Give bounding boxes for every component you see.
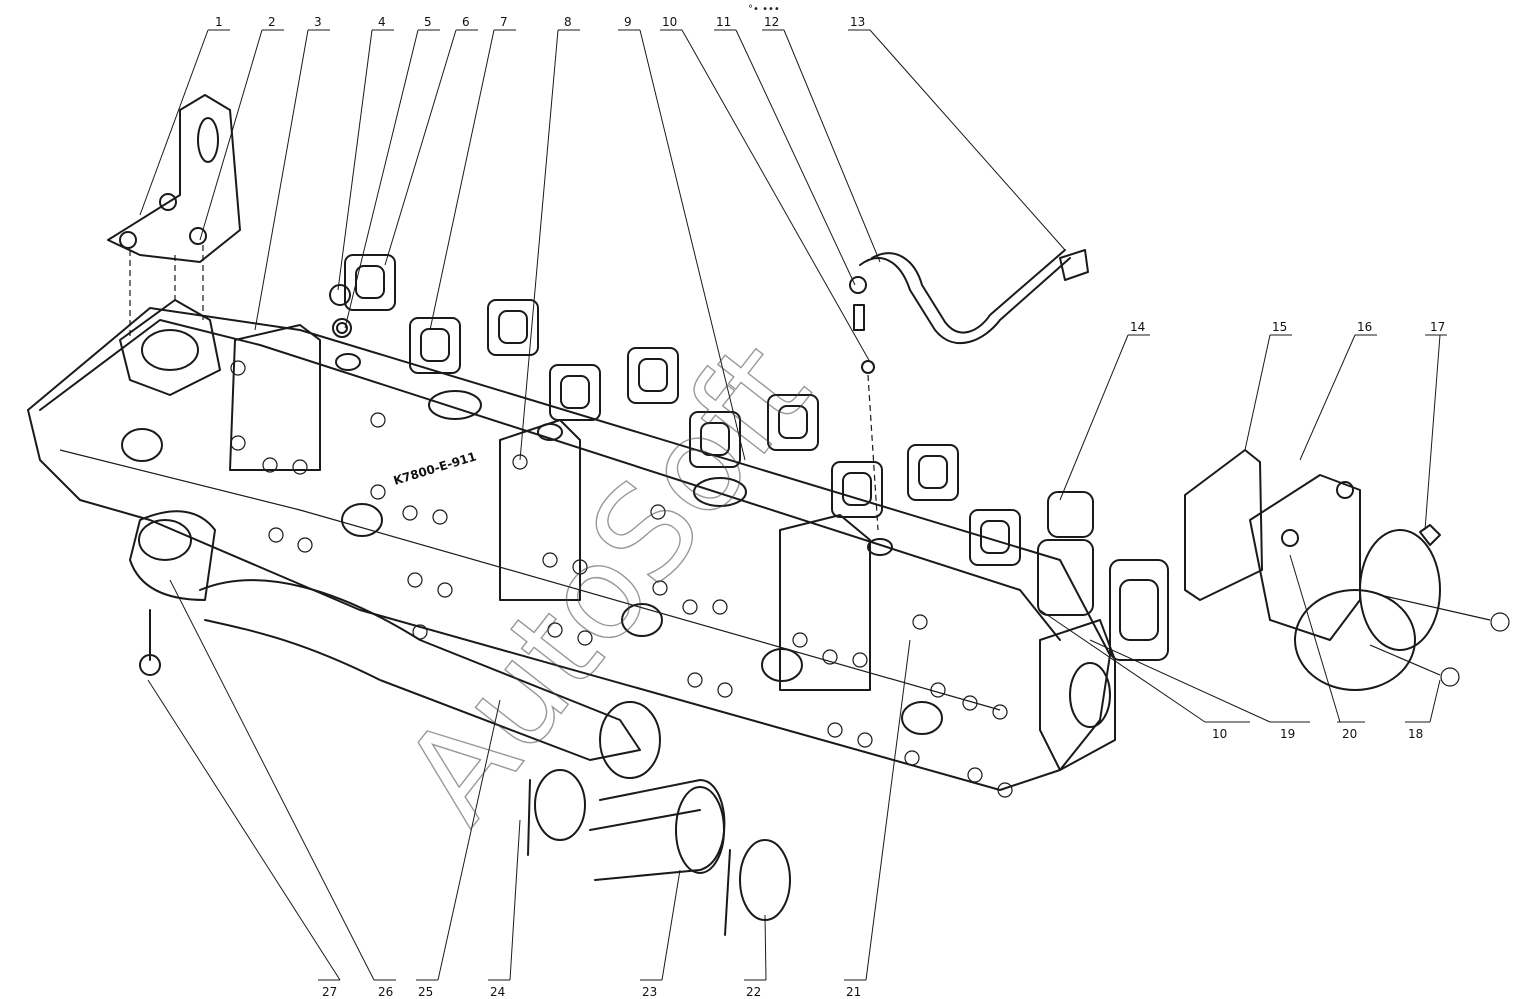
sensor-pipe xyxy=(849,249,1089,374)
callout-25: 25 xyxy=(418,985,433,999)
port-gaskets xyxy=(344,254,1169,661)
callout-14: 14 xyxy=(1130,320,1145,334)
callout-21: 21 xyxy=(846,985,861,999)
callout-26: 26 xyxy=(378,985,393,999)
watermark: AutoSoft xyxy=(375,316,839,850)
callout-12: 12 xyxy=(764,15,779,29)
manifold-casting-label: K7800-E-911 xyxy=(392,449,478,488)
callout-10-right: 10 xyxy=(1212,727,1227,741)
callout-27: 27 xyxy=(322,985,337,999)
callout-7: 7 xyxy=(500,15,508,29)
callout-3: 3 xyxy=(314,15,322,29)
plug-and-washer xyxy=(329,284,352,338)
callout-5: 5 xyxy=(424,15,432,29)
callout-1: 1 xyxy=(215,15,223,29)
callout-24: 24 xyxy=(490,985,505,999)
callout-23: 23 xyxy=(642,985,657,999)
crossover-pipe xyxy=(129,510,726,881)
callout-11: 11 xyxy=(716,15,731,29)
callout-22: 22 xyxy=(746,985,761,999)
callout-8: 8 xyxy=(564,15,572,29)
callout-16: 16 xyxy=(1357,320,1372,334)
callout-6: 6 xyxy=(462,15,470,29)
callout-4: 4 xyxy=(378,15,386,29)
callout-numbers: 1 2 3 4 5 6 7 8 9 10 11 12 13 14 15 16 1… xyxy=(215,15,1445,999)
callout-15: 15 xyxy=(1272,320,1287,334)
callout-17: 17 xyxy=(1430,320,1445,334)
callout-9: 9 xyxy=(624,15,632,29)
callout-20: 20 xyxy=(1342,727,1357,741)
callout-10-top: 10 xyxy=(662,15,677,29)
top-mark: °• ••• xyxy=(748,4,780,15)
outlet-elbow xyxy=(1184,449,1441,691)
callout-18: 18 xyxy=(1408,727,1423,741)
callout-13: 13 xyxy=(850,15,865,29)
lifting-bracket xyxy=(107,94,241,263)
hose-clamps xyxy=(527,769,791,936)
callout-leaders xyxy=(139,29,1447,981)
callout-2: 2 xyxy=(268,15,276,29)
callout-19: 19 xyxy=(1280,727,1295,741)
